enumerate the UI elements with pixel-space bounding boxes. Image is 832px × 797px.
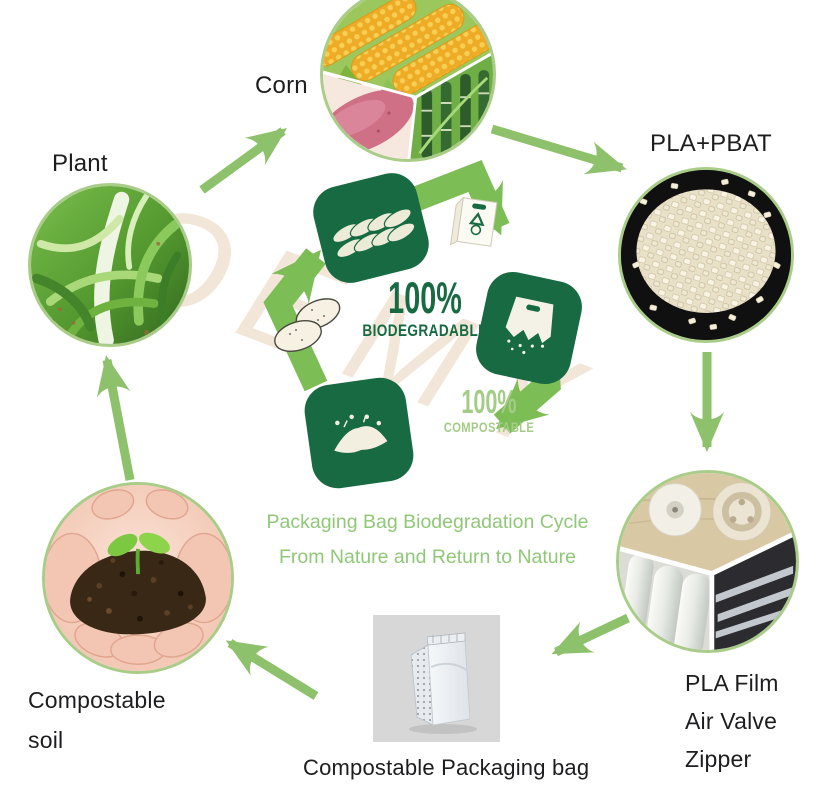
arrow-bag-to-soil [225, 639, 319, 700]
soil-label: soil [28, 727, 64, 753]
badge-bottom-value: 100% [461, 383, 516, 420]
arrow-soil-to-plant [96, 355, 135, 481]
arrow-plant-to-corn [199, 127, 288, 194]
pla-pbat-pellets-photo [618, 167, 794, 343]
corn-label: Corn [255, 72, 308, 99]
compostable-soil-photo [42, 482, 234, 674]
corn-panel [313, 173, 429, 283]
pla-film-label: PLA Film [685, 670, 779, 696]
diagram-caption: Packaging Bag Biodegradation Cycle From … [235, 505, 620, 575]
plant-label: Plant [52, 150, 108, 177]
badge-bottom-label: COMPOSTABLE [444, 420, 535, 435]
biodegradable-emblem: 100% BIODEGRADABLE 100% COMPOSTABLE [263, 160, 582, 489]
soil-mound [70, 550, 206, 635]
scattered-pellets [632, 178, 781, 330]
zipper-label: Zipper [685, 746, 752, 772]
recycle-bag-illustration [449, 196, 498, 247]
air-valve-label: Air Valve [685, 708, 778, 734]
corn-photo [320, 0, 496, 162]
potatoes-illustration [274, 298, 341, 352]
caption-line1: Packaging Bag Biodegradation Cycle [266, 511, 589, 533]
corn-cobs-section [323, 0, 493, 103]
badge-top-value: 100% [388, 273, 462, 323]
compostable-label: Compostable [28, 687, 166, 713]
badge-top-label: BIODEGRADABLE [362, 322, 487, 341]
soil-labels: Compostable soil [28, 688, 166, 768]
pellet-pile [636, 189, 776, 313]
soil-texture [87, 558, 193, 622]
film-labels: PLA Film Air Valve Zipper [685, 672, 779, 786]
compost-panel [304, 377, 414, 489]
corn-leaves [31, 191, 182, 344]
plant-photo [28, 183, 192, 347]
caption-line2: From Nature and Return to Nature [279, 546, 576, 568]
air-valve-section [619, 473, 796, 574]
pla-pbat-label: PLA+PBAT [650, 130, 772, 157]
packaging-bag-photo [373, 615, 500, 742]
arrow-film-to-bag [551, 613, 630, 657]
bag-label: Compostable Packaging bag [303, 755, 590, 780]
arrow-corn-to-pellets [490, 124, 627, 175]
sprout [107, 532, 170, 575]
film-valve-zipper-photo [616, 470, 799, 653]
degrading-bag-panel [476, 271, 582, 385]
